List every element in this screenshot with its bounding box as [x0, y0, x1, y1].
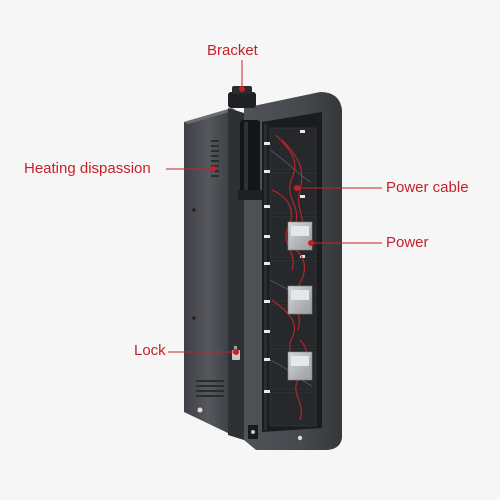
cabinet-door	[184, 108, 244, 440]
bracket-icon	[228, 86, 262, 200]
label-heating-dispassion: Heating dispassion	[24, 160, 151, 177]
bottom-latch	[248, 425, 303, 441]
cable-clips	[264, 130, 305, 393]
power-supply-icon	[287, 221, 313, 381]
label-power-cable: Power cable	[386, 179, 469, 196]
label-bracket: Bracket	[207, 42, 258, 59]
label-power: Power	[386, 234, 429, 251]
callout-leaders	[166, 60, 382, 355]
label-lock: Lock	[134, 342, 166, 359]
module-boards	[269, 127, 317, 427]
